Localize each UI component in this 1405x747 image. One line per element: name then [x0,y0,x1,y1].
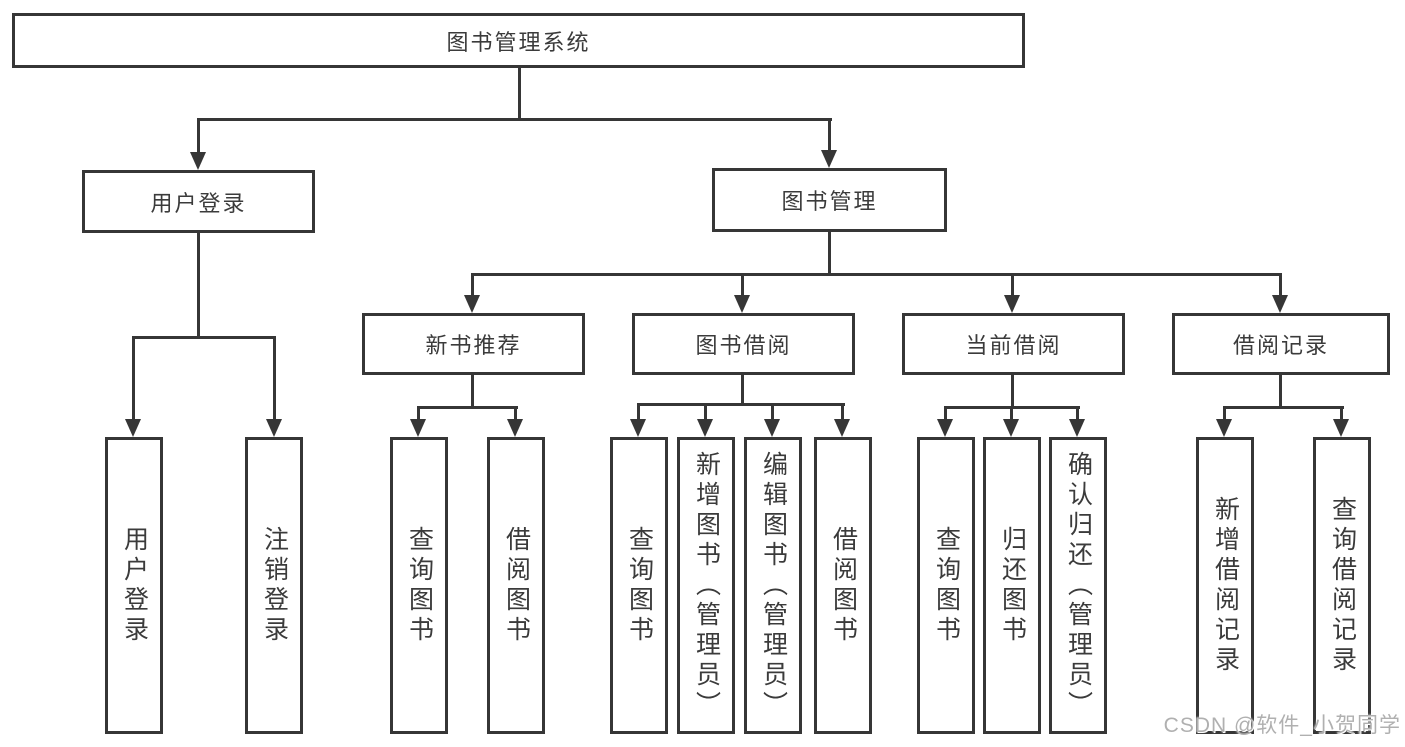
connector-drop-bb-edit [771,403,774,423]
arrowhead-user-login [190,152,206,170]
leaf-cb-confirm-return-admin: 确认归还（管理员） [1049,437,1107,734]
connector-drop-cb-return [1010,406,1013,423]
leaf-br-query-record-label: 查询借阅记录 [1328,495,1357,676]
connector-current-borrowing-stem [1011,375,1014,409]
arrowhead-leaf-login [125,419,141,437]
connector-drop-new-book [471,273,474,299]
connector-drop-cb-query [944,406,947,423]
arrowhead-leaf-logout [266,419,282,437]
arrowhead-borrowing-records [1272,295,1288,313]
node-book-borrowing-label: 图书借阅 [695,333,792,358]
arrowhead-new-book [464,295,480,313]
node-new-book-recommend-label: 新书推荐 [425,333,522,358]
connector-borrowing-records-branch [1223,406,1344,409]
arrowhead-nb-borrow [507,419,523,437]
connector-user-login-stem [197,233,200,339]
leaf-br-query-record: 查询借阅记录 [1313,437,1371,734]
leaf-logout: 注销登录 [245,437,303,734]
leaf-user-login: 用户登录 [105,437,163,734]
connector-drop-current-borrowing [1011,273,1014,299]
node-root: 图书管理系统 [12,13,1025,68]
node-current-borrowing: 当前借阅 [902,313,1125,375]
connector-drop-leaf-logout [273,336,276,422]
arrowhead-book-borrowing [734,295,750,313]
leaf-bb-add-books-admin-label: 新增图书（管理员） [692,450,721,721]
arrowhead-cb-return [1003,419,1019,437]
node-user-login: 用户登录 [82,170,315,233]
leaf-cb-return-books: 归还图书 [983,437,1041,734]
node-borrowing-records: 借阅记录 [1172,313,1390,375]
node-root-label: 图书管理系统 [446,29,591,55]
csdn-watermark: CSDN @软件_小贺同学 [1163,714,1401,737]
connector-drop-br-add [1223,406,1226,423]
arrowhead-nb-query [410,419,426,437]
connector-new-book-stem [471,375,474,409]
connector-drop-bb-query [637,403,640,423]
node-user-login-label: 用户登录 [150,190,247,216]
connector-book-borrowing-stem [741,375,744,406]
leaf-bb-add-books-admin: 新增图书（管理员） [677,437,735,734]
leaf-bb-edit-books-admin-label: 编辑图书（管理员） [759,450,788,721]
arrowhead-bb-edit [764,419,780,437]
leaf-cb-confirm-return-admin-label: 确认归还（管理员） [1064,450,1093,721]
connector-user-login-branch [132,336,276,339]
connector-drop-bb-add [704,403,707,423]
connector-book-management-branch [471,273,1282,276]
arrowhead-book-management [821,150,837,168]
connector-book-management-stem [828,232,831,276]
node-book-borrowing: 图书借阅 [632,313,855,375]
leaf-br-add-record-label: 新增借阅记录 [1211,495,1240,676]
node-current-borrowing-label: 当前借阅 [965,333,1062,358]
leaf-bb-query-books: 查询图书 [610,437,668,734]
leaf-bb-edit-books-admin: 编辑图书（管理员） [744,437,802,734]
arrowhead-bb-borrow [834,419,850,437]
arrowhead-cb-query [937,419,953,437]
connector-drop-nb-query [417,406,420,423]
connector-drop-book-borrowing [741,273,744,299]
node-new-book-recommend: 新书推荐 [362,313,585,375]
connector-drop-bb-borrow [841,403,844,423]
connector-drop-br-query [1340,406,1343,423]
connector-root-branch [197,118,832,121]
connector-drop-cb-confirm [1076,406,1079,423]
connector-drop-user-login [197,118,200,156]
arrowhead-cb-confirm [1069,419,1085,437]
leaf-logout-label: 注销登录 [260,525,289,646]
leaf-bb-query-books-label: 查询图书 [625,525,654,646]
connector-drop-book-management [828,118,831,156]
arrowhead-current-borrowing [1004,295,1020,313]
connector-drop-nb-borrow [514,406,517,423]
connector-root-stem [518,68,521,121]
leaf-cb-query-books: 查询图书 [917,437,975,734]
arrowhead-br-query [1333,419,1349,437]
leaf-nb-query-books-label: 查询图书 [405,525,434,646]
leaf-user-login-label: 用户登录 [120,525,149,646]
leaf-nb-borrow-books: 借阅图书 [487,437,545,734]
connector-drop-borrowing-records [1279,273,1282,299]
leaf-nb-borrow-books-label: 借阅图书 [502,525,531,646]
connector-drop-leaf-login [132,336,135,422]
connector-book-borrowing-branch [637,403,845,406]
leaf-cb-return-books-label: 归还图书 [998,525,1027,646]
leaf-bb-borrow-books-label: 借阅图书 [829,525,858,646]
node-book-management-label: 图书管理 [781,189,878,214]
arrowhead-bb-query [630,419,646,437]
leaf-cb-query-books-label: 查询图书 [932,525,961,646]
leaf-bb-borrow-books: 借阅图书 [814,437,872,734]
arrowhead-br-add [1216,419,1232,437]
node-book-management: 图书管理 [712,168,947,232]
arrowhead-bb-add [697,419,713,437]
leaf-nb-query-books: 查询图书 [390,437,448,734]
node-borrowing-records-label: 借阅记录 [1232,333,1329,358]
connector-borrowing-records-stem [1279,375,1282,409]
leaf-br-add-record: 新增借阅记录 [1196,437,1254,734]
connector-new-book-branch [417,406,518,409]
